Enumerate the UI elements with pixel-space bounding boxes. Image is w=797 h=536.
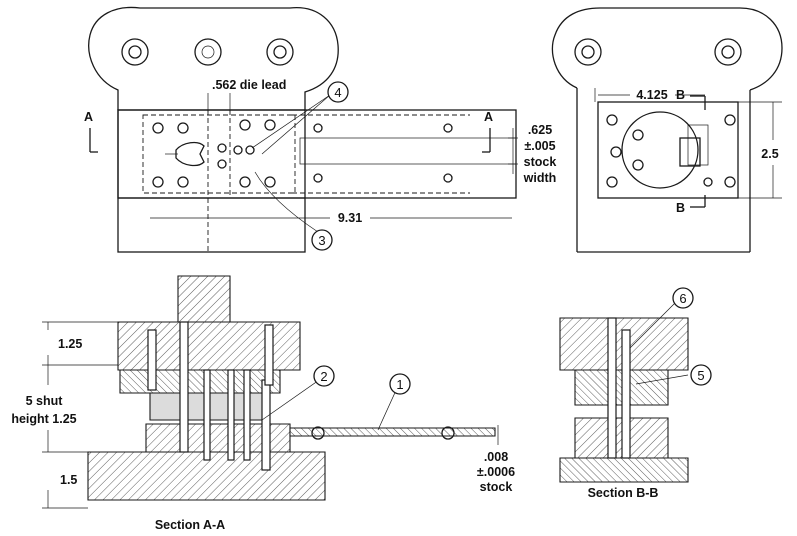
section-bb-title: Section B-B [588, 486, 659, 500]
stock-width-line-4: width [523, 171, 557, 185]
callout-3: 3 [311, 229, 333, 251]
section-bb-view [559, 297, 689, 483]
stock-thick-line-3: stock [480, 480, 513, 494]
dim-4125-label: 4.125 [636, 88, 667, 102]
callout-4: 4 [327, 81, 349, 103]
shut-height-line-2: height 1.25 [11, 412, 76, 426]
stock-width-line-3: stock [524, 155, 557, 169]
svg-text:3: 3 [318, 233, 325, 248]
length-931-label: 9.31 [338, 211, 362, 225]
section-mark-b-top: B [676, 88, 685, 102]
section-aa-view [42, 275, 499, 509]
dim-25-label: 2.5 [761, 147, 778, 161]
callout-2: 2 [313, 365, 335, 387]
svg-text:6: 6 [679, 291, 686, 306]
svg-text:4: 4 [334, 85, 341, 100]
dim-15-label: 1.5 [60, 473, 77, 487]
die-lead-label: .562 die lead [212, 78, 286, 92]
stock-width-line-2: ±.005 [524, 139, 555, 153]
svg-text:5: 5 [697, 368, 704, 383]
callout-6: 6 [672, 287, 694, 309]
svg-text:2: 2 [320, 369, 327, 384]
plan-view-right [551, 7, 783, 253]
dim-125-top-label: 1.25 [58, 337, 82, 351]
plan-view-left [88, 6, 518, 253]
callout-1: 1 [389, 373, 411, 395]
section-mark-b-bottom: B [676, 201, 685, 215]
svg-text:1: 1 [396, 377, 403, 392]
stock-thick-line-2: ±.0006 [477, 465, 515, 479]
section-aa-title: Section A-A [155, 518, 225, 532]
stock-width-line-1: .625 [528, 123, 552, 137]
section-mark-a-left: A [84, 110, 93, 124]
shut-height-line-1: 5 shut [26, 394, 64, 408]
stock-thick-line-1: .008 [484, 450, 508, 464]
section-mark-a-right: A [484, 110, 493, 124]
callout-5: 5 [690, 364, 712, 386]
